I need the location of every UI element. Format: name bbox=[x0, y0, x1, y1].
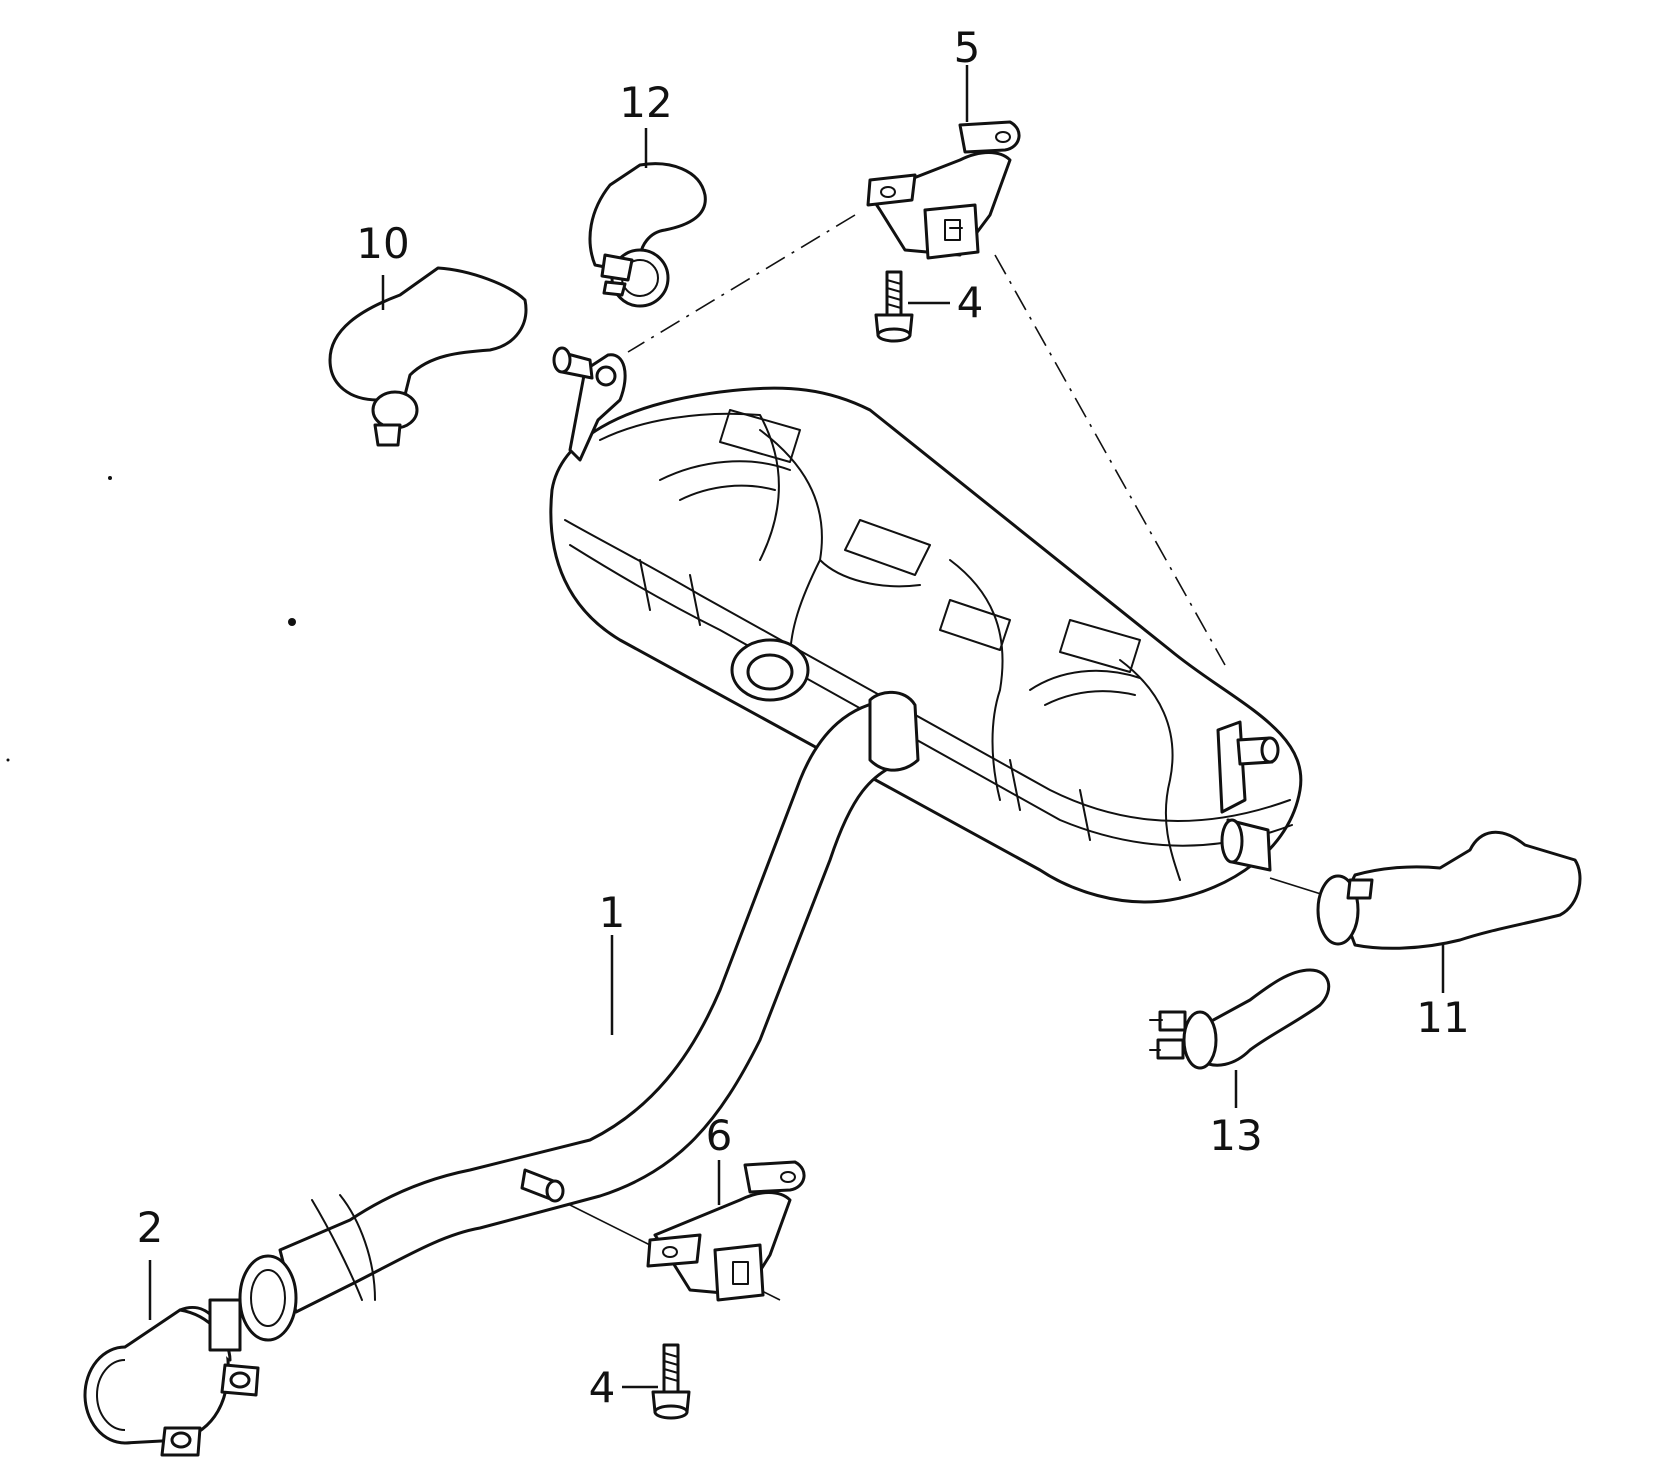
hose-13 bbox=[1149, 968, 1331, 1070]
callout-13: 13 bbox=[1209, 1111, 1262, 1160]
intermediate-pipe bbox=[238, 690, 920, 1342]
rear-silencer bbox=[549, 346, 1303, 904]
callout-1: 1 bbox=[599, 888, 626, 937]
hose-10 bbox=[328, 266, 528, 447]
stray-marks bbox=[6, 476, 296, 762]
bolt-lower bbox=[651, 1343, 691, 1420]
callout-11: 11 bbox=[1416, 993, 1469, 1042]
callout-6: 6 bbox=[706, 1111, 733, 1160]
callout-10: 10 bbox=[356, 219, 409, 268]
pipe-clamp bbox=[83, 1298, 260, 1457]
hose-12 bbox=[588, 162, 707, 308]
bolt-upper bbox=[874, 270, 914, 343]
callout-2: 2 bbox=[137, 1203, 164, 1252]
hose-11 bbox=[1316, 830, 1582, 950]
callout-4-lower: 4 bbox=[589, 1363, 616, 1412]
leader-lines bbox=[148, 65, 1445, 1389]
callout-4-upper: 4 bbox=[957, 278, 984, 327]
callout-5: 5 bbox=[954, 23, 981, 72]
callout-12: 12 bbox=[619, 78, 672, 127]
rubber-mount-6 bbox=[646, 1160, 806, 1302]
callouts: 1 2 4 4 5 6 10 11 12 13 bbox=[137, 23, 1470, 1412]
rubber-mount-5 bbox=[866, 120, 1021, 260]
